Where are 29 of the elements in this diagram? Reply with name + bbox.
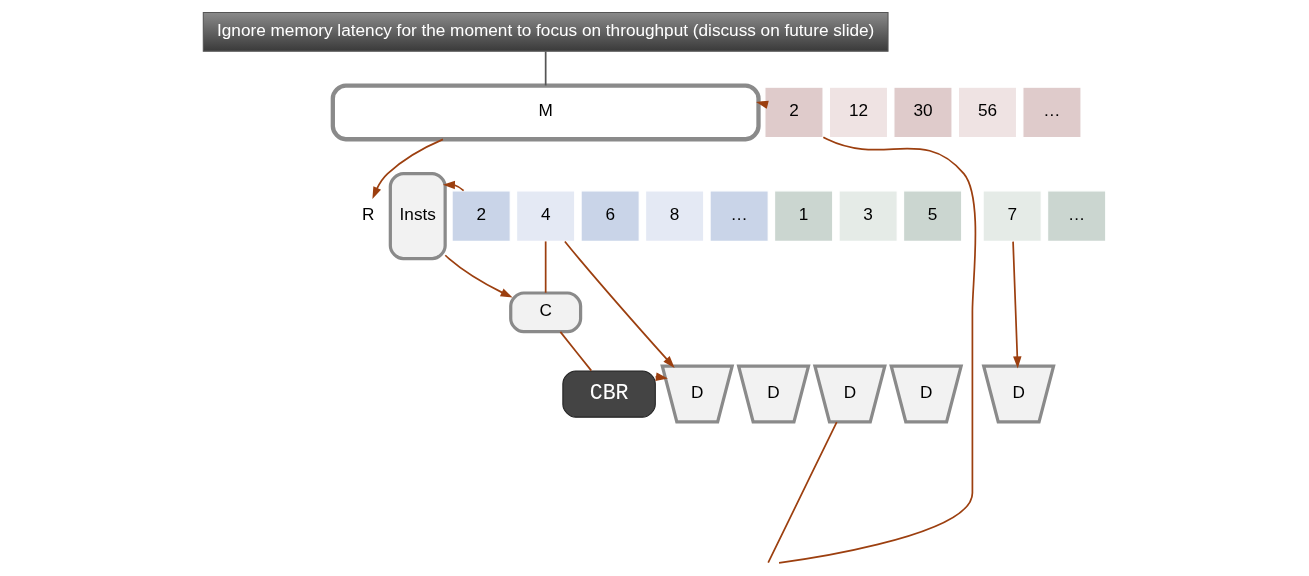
node-box: 5: [903, 190, 963, 242]
node-box: 2: [451, 190, 511, 242]
connector: [767, 421, 838, 564]
arrow: [1012, 240, 1022, 369]
arrow: [444, 254, 513, 298]
node-box: 8: [645, 190, 705, 242]
node-box: 6: [580, 190, 640, 242]
arrow: [372, 138, 444, 200]
node-box: 30: [893, 86, 953, 139]
node-box: M: [330, 83, 761, 142]
node-box: …: [709, 190, 769, 242]
node-box: 1: [774, 190, 834, 242]
node-box: …: [1022, 86, 1082, 139]
connector: [559, 331, 593, 372]
node-box: 12: [828, 86, 889, 139]
node-box: Insts: [388, 172, 447, 261]
connector: [778, 136, 977, 564]
node-box: …: [1047, 190, 1107, 242]
node-box: 7: [982, 190, 1042, 242]
connector: [544, 50, 547, 87]
node-box: 56: [957, 86, 1017, 139]
node-text: R: [362, 204, 375, 225]
connector: [544, 240, 547, 294]
node-box: 4: [516, 190, 576, 242]
node-box: C: [509, 291, 583, 334]
arrow: [564, 240, 675, 368]
node-box: Ignore memory latency for the moment to focus on throughput (discuss on future slide): [202, 11, 889, 52]
node-box: 3: [838, 190, 898, 242]
arrow: [442, 180, 465, 192]
